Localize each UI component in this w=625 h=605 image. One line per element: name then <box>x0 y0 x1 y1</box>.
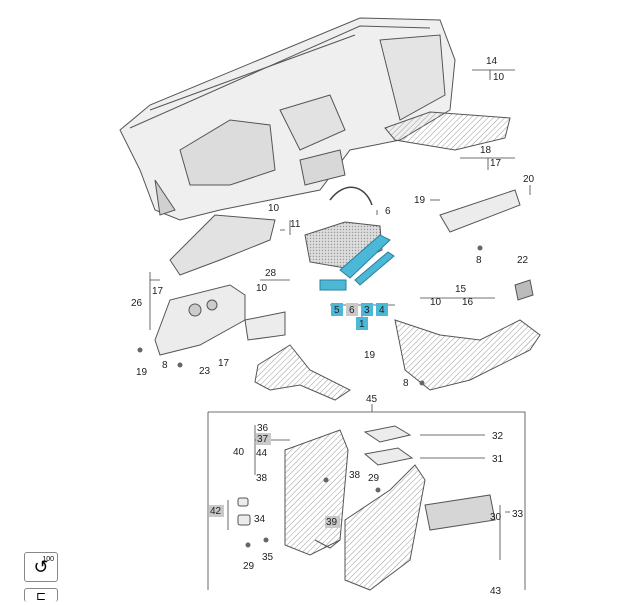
callout-44[interactable]: 44 <box>256 448 268 459</box>
callout-32[interactable]: 32 <box>492 431 504 442</box>
callout-42[interactable]: 42 <box>209 505 224 517</box>
callout-8[interactable]: 8 <box>162 360 168 371</box>
callout-31[interactable]: 31 <box>492 454 504 465</box>
callout-23[interactable]: 23 <box>199 366 211 377</box>
svg-text:5: 5 <box>334 305 340 316</box>
zoom-100-button[interactable]: 100 ↺ <box>24 552 58 582</box>
callout-30[interactable]: 30 <box>490 512 502 523</box>
callout-15[interactable]: 15 <box>455 284 467 295</box>
callout-36[interactable]: 36 <box>257 423 269 434</box>
trim-part-23 <box>254 344 351 401</box>
clip-part-22 <box>514 279 534 301</box>
callout-38[interactable]: 38 <box>256 473 268 484</box>
callout-10[interactable]: 10 <box>493 72 505 83</box>
callout-29[interactable]: 29 <box>368 473 380 484</box>
callout-18[interactable]: 18 <box>480 145 492 156</box>
callout-3[interactable]: 3 <box>361 303 373 316</box>
callout-45[interactable]: 45 <box>366 394 378 405</box>
svg-text:3: 3 <box>364 305 370 316</box>
svg-text:6: 6 <box>349 305 355 316</box>
callout-10[interactable]: 10 <box>268 203 280 214</box>
svg-text:42: 42 <box>210 506 222 517</box>
callout-1[interactable]: 1 <box>356 317 368 330</box>
callout-17[interactable]: 17 <box>218 358 230 369</box>
callout-29[interactable]: 29 <box>243 561 255 572</box>
dashboard-carrier-part <box>119 17 456 221</box>
plate-part-32 <box>363 425 412 443</box>
callout-14[interactable]: 14 <box>486 56 498 67</box>
callout-35[interactable]: 35 <box>262 552 274 563</box>
lower-panel-part-30 <box>344 464 426 591</box>
console-part-15 <box>394 319 541 391</box>
callout-19[interactable]: 19 <box>364 350 376 361</box>
callout-33[interactable]: 33 <box>512 509 524 520</box>
callout-4[interactable]: 4 <box>376 303 388 316</box>
secondary-tool-button[interactable]: ⊏ <box>24 588 58 603</box>
callout-22[interactable]: 22 <box>517 255 529 266</box>
bracket-icon: ⊏ <box>35 588 47 603</box>
callout-17[interactable]: 17 <box>152 286 164 297</box>
side-panel-part-26 <box>154 284 246 356</box>
callout-8[interactable]: 8 <box>476 255 482 266</box>
svg-text:1: 1 <box>359 319 365 330</box>
svg-text:4: 4 <box>379 305 385 316</box>
panel-part-14 <box>384 111 511 151</box>
callout-8[interactable]: 8 <box>403 378 409 389</box>
svg-text:39: 39 <box>326 517 338 528</box>
callout-39[interactable]: 39 <box>325 516 340 528</box>
callout-19[interactable]: 19 <box>414 195 426 206</box>
callout-43[interactable]: 43 <box>490 586 502 597</box>
callout-26[interactable]: 26 <box>131 298 143 309</box>
cable-part-6 <box>329 186 373 206</box>
callout-19[interactable]: 19 <box>136 367 148 378</box>
fastener-markers <box>137 245 483 548</box>
svg-text:37: 37 <box>257 434 269 445</box>
bracket-part-18 <box>439 189 521 233</box>
callout-11[interactable]: 11 <box>290 219 301 230</box>
callout-37[interactable]: 37 <box>256 433 271 445</box>
trim-part-11 <box>169 214 276 276</box>
callout-34[interactable]: 34 <box>254 514 266 525</box>
callout-40[interactable]: 40 <box>233 447 245 458</box>
callout-20[interactable]: 20 <box>523 174 535 185</box>
callout-6[interactable]: 6 <box>346 303 358 316</box>
rotate-icon: ↺ <box>33 557 49 577</box>
console-part-38 <box>284 429 349 556</box>
plate-part-31 <box>363 447 414 466</box>
cover-part-28 <box>244 311 286 341</box>
callout-10[interactable]: 10 <box>256 283 268 294</box>
callout-5[interactable]: 5 <box>331 303 343 316</box>
callout-6[interactable]: 6 <box>385 206 391 217</box>
callout-28[interactable]: 28 <box>265 268 277 279</box>
callout-17[interactable]: 17 <box>490 158 502 169</box>
callout-38[interactable]: 38 <box>349 470 361 481</box>
callout-10[interactable]: 10 <box>430 297 442 308</box>
callout-16[interactable]: 16 <box>462 297 474 308</box>
